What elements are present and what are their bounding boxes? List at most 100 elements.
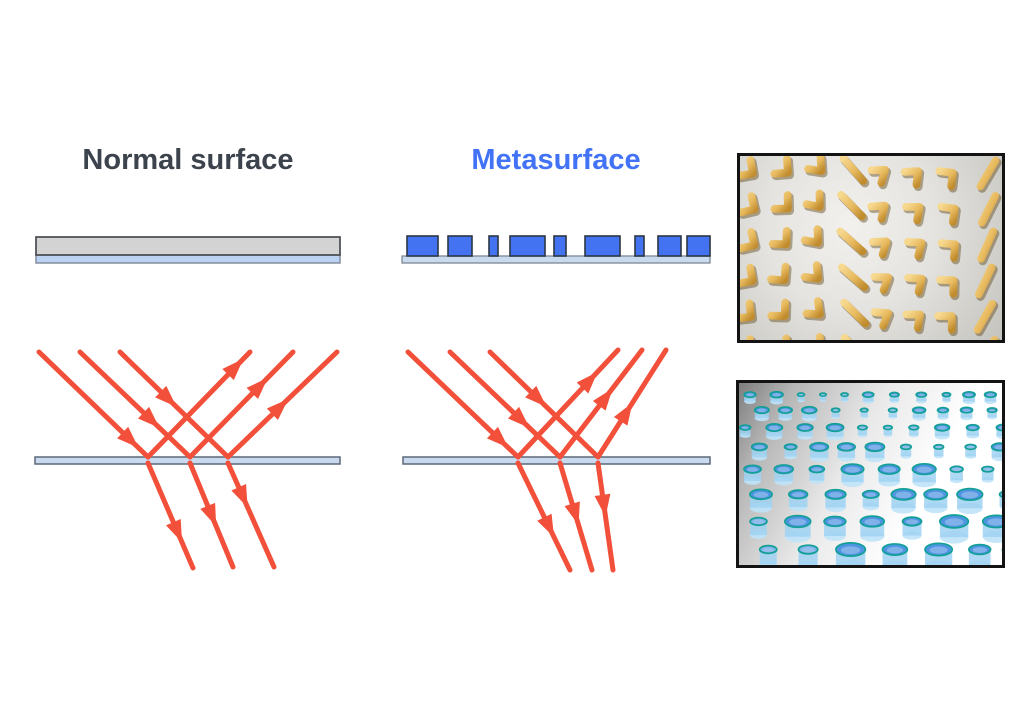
nanopillar-top-highlight bbox=[944, 518, 964, 526]
nanopillar-top-highlight bbox=[741, 426, 749, 430]
nanopillar-body bbox=[991, 446, 1002, 458]
nanopillar-top-highlight bbox=[910, 426, 917, 430]
gold-antenna bbox=[870, 308, 893, 330]
nanopillar-top-highlight bbox=[968, 426, 977, 430]
nanopillar-top-highlight bbox=[813, 444, 826, 450]
nanopillar-top-highlight bbox=[943, 393, 950, 396]
nanopillar-top-highlight bbox=[864, 393, 872, 397]
nanopillar-top-highlight bbox=[746, 467, 759, 472]
nanopillar-top-highlight bbox=[861, 409, 867, 412]
incident-ray-arrowhead bbox=[117, 426, 139, 448]
nanopillar-top-highlight bbox=[935, 445, 942, 449]
blue-nanopillar-photo bbox=[736, 380, 1005, 568]
nanopillar-body bbox=[889, 394, 900, 401]
gold-antenna bbox=[802, 297, 824, 319]
nanopillar-top-highlight bbox=[928, 491, 944, 498]
nanopillar-top-highlight bbox=[828, 492, 843, 498]
nanopillar-body bbox=[784, 446, 797, 457]
nanopillar-top-highlight bbox=[777, 467, 790, 473]
nanopillar-top-highlight bbox=[890, 409, 896, 412]
gold-antenna bbox=[840, 298, 870, 328]
gold-antenna bbox=[936, 276, 958, 298]
nanopillar-top-highlight bbox=[886, 546, 904, 554]
nanopillar-body bbox=[900, 446, 912, 457]
nanopillar-body bbox=[865, 446, 885, 458]
nanopillar-body bbox=[797, 394, 805, 401]
normal-slab bbox=[35, 236, 341, 256]
gold-antenna bbox=[838, 263, 869, 291]
nanopillar-body bbox=[739, 427, 751, 436]
nanopillar-top-highlight bbox=[998, 426, 1002, 430]
nanopillar-body bbox=[916, 394, 927, 402]
transmitted-ray-arrowhead bbox=[564, 501, 580, 525]
nanopillar-top-highlight bbox=[804, 408, 815, 413]
nanopillar-top-highlight bbox=[987, 518, 1002, 526]
nanopillar-top-highlight bbox=[820, 393, 826, 396]
nanopillar-body bbox=[933, 446, 944, 457]
nanopillar-top-highlight bbox=[786, 445, 795, 449]
nanopillar-body bbox=[937, 410, 949, 418]
nanopillar-top-highlight bbox=[772, 393, 781, 397]
nanopillar-top-highlight bbox=[962, 408, 971, 412]
nanopillar-top-highlight bbox=[754, 445, 765, 450]
nanopillar-body bbox=[987, 410, 997, 418]
nanopillar-top-highlight bbox=[753, 491, 769, 498]
nanopillar-top-highlight bbox=[780, 408, 790, 413]
gold-antenna bbox=[937, 202, 959, 226]
nanopillar-top-highlight bbox=[967, 445, 975, 449]
nanopillar-top-highlight bbox=[972, 547, 987, 553]
gold-antenna bbox=[802, 189, 824, 211]
nanopillar-body bbox=[996, 427, 1002, 436]
nanopillar-body bbox=[888, 410, 898, 417]
nanopillar-body bbox=[909, 427, 919, 436]
nanopillar-top-highlight bbox=[868, 444, 882, 450]
nanopillar-body bbox=[981, 469, 994, 481]
nanopillar-top-highlight bbox=[792, 492, 805, 498]
gold-antenna bbox=[770, 156, 792, 178]
gold-antenna bbox=[904, 273, 926, 296]
nanopillar-top-highlight bbox=[929, 546, 948, 554]
nanopillar-top-highlight bbox=[811, 467, 822, 472]
transmitted-ray-arrowhead bbox=[231, 484, 248, 508]
nanopillar-top-highlight bbox=[827, 518, 843, 525]
gold-antenna bbox=[836, 227, 867, 256]
gold-antenna bbox=[839, 156, 868, 185]
nanopillar-body bbox=[999, 494, 1002, 507]
nanopillar-body bbox=[860, 410, 868, 417]
nanopillar-top-highlight bbox=[864, 518, 881, 526]
gold-antenna bbox=[904, 238, 926, 260]
metasurface-block bbox=[406, 235, 439, 257]
nanopillar-top-highlight bbox=[895, 491, 912, 499]
gold-antenna bbox=[900, 167, 922, 189]
nanopillar-top-highlight bbox=[937, 425, 948, 430]
metasurface-baseline bbox=[401, 255, 711, 264]
gold-antenna bbox=[935, 167, 957, 191]
transmitted-ray bbox=[145, 460, 196, 571]
nanopillar-top-highlight bbox=[986, 393, 995, 397]
gold-antenna bbox=[815, 332, 824, 340]
gold-antenna bbox=[740, 263, 757, 288]
reflected-ray-arrowhead bbox=[222, 358, 244, 381]
nanopillar-body bbox=[797, 427, 813, 437]
meta-interface-line bbox=[402, 456, 711, 465]
gold-antenna bbox=[867, 165, 889, 187]
nanopillar-body bbox=[840, 394, 849, 401]
reflected-ray-arrowhead bbox=[592, 388, 613, 411]
nanopillar-body bbox=[965, 446, 977, 457]
gold-antenna bbox=[740, 228, 759, 253]
metasurface-block bbox=[488, 235, 499, 257]
incident-ray bbox=[77, 349, 193, 460]
nanopillar-top-highlight bbox=[768, 425, 780, 431]
nanopillar-body bbox=[960, 410, 973, 418]
nanopillar-body bbox=[809, 469, 825, 481]
nanopillar-top-highlight bbox=[798, 393, 804, 396]
gold-antenna bbox=[973, 299, 997, 334]
nanopillar-top-highlight bbox=[829, 425, 841, 431]
nanopillar-top-highlight bbox=[832, 409, 839, 412]
transmitted-ray-arrowhead bbox=[200, 502, 217, 527]
gold-antenna bbox=[870, 272, 893, 294]
transmitted-ray bbox=[515, 460, 573, 573]
nanopillar-top-highlight bbox=[917, 393, 925, 397]
incident-ray-arrowhead bbox=[486, 426, 509, 448]
